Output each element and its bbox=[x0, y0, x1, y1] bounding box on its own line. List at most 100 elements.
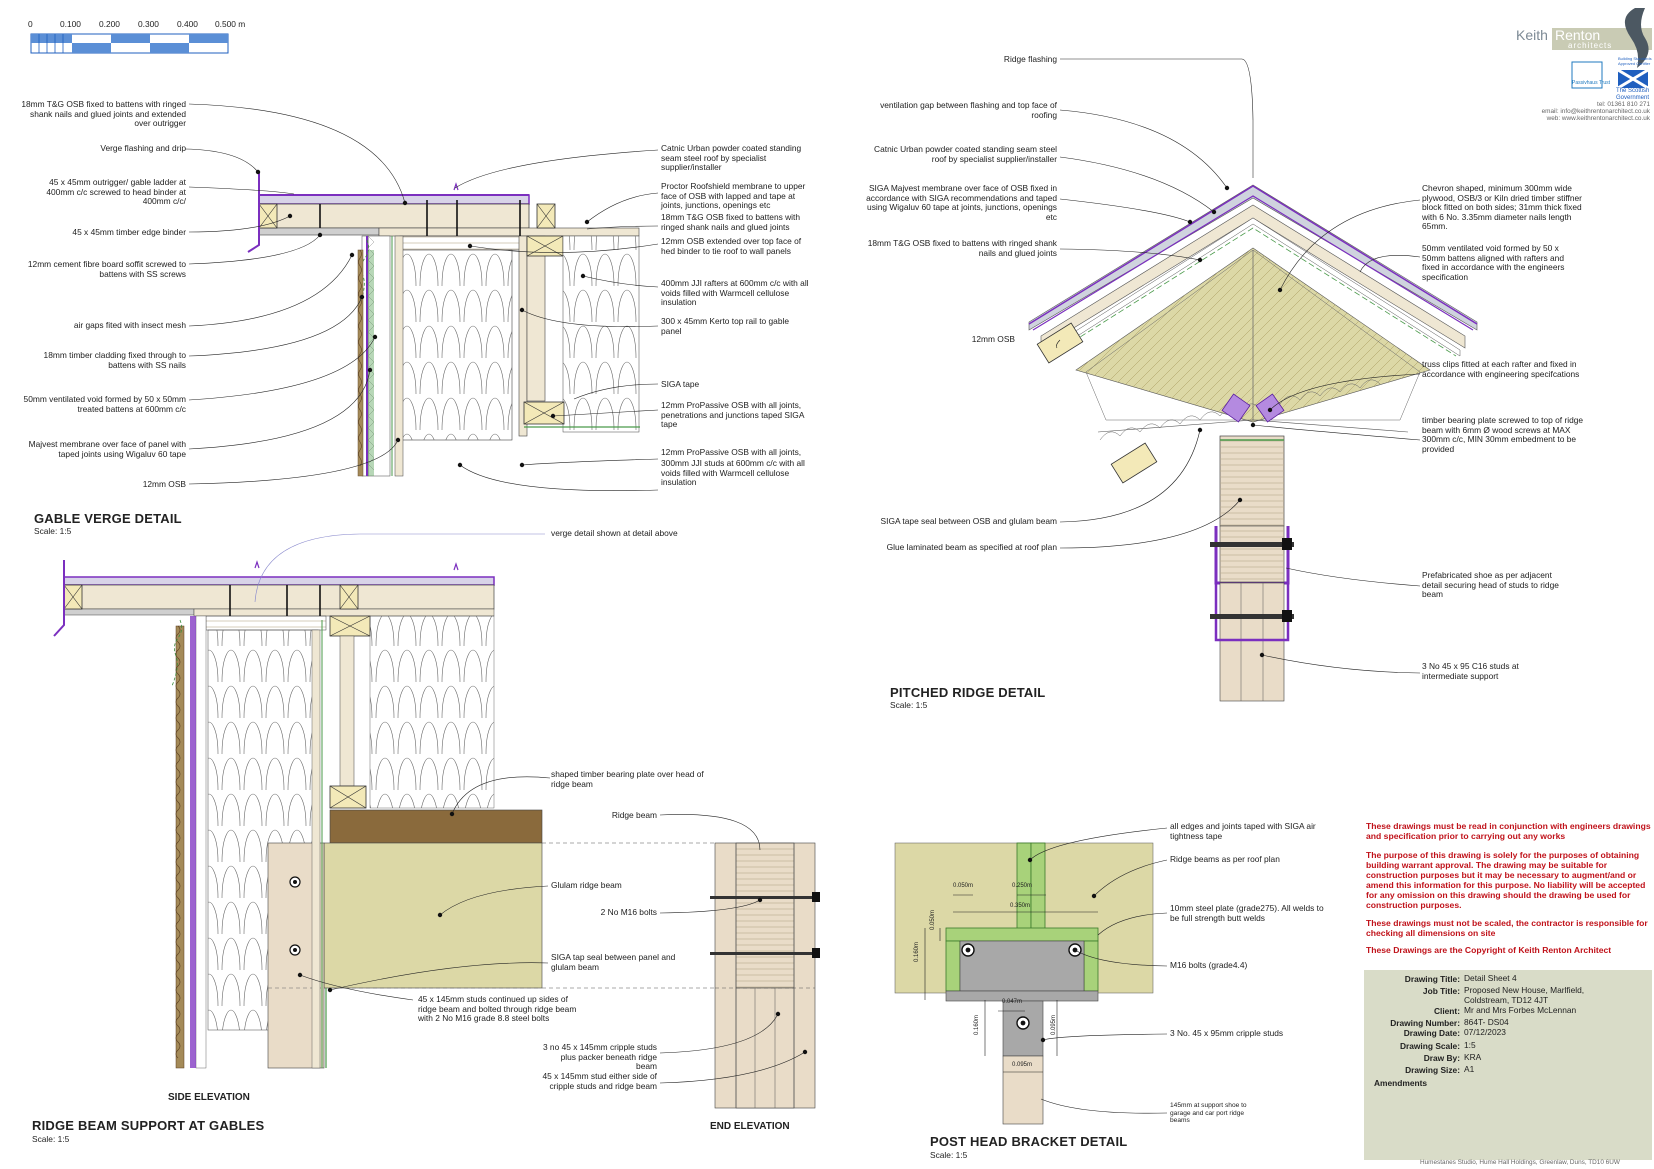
ridge-beam-side-elevation bbox=[53, 560, 715, 1069]
tb-value: Detail Sheet 4 bbox=[1464, 973, 1517, 983]
disclaimer-note: These drawings must be read in conjuncti… bbox=[1366, 821, 1651, 841]
support-note: 2 No M16 bolts bbox=[600, 907, 657, 917]
support-note: shaped timber bearing plate over head of… bbox=[551, 769, 704, 789]
post-dim: 0.095m bbox=[1012, 1062, 1033, 1068]
tb-key: Drawing Scale: bbox=[1399, 1041, 1460, 1051]
tb-key: Client: bbox=[1433, 1006, 1460, 1016]
gable-note-right: 12mm ProPassive OSB with all joints, pen… bbox=[661, 400, 804, 430]
firm-web: web: www.keithrentonarchitect.co.uk bbox=[1546, 115, 1650, 122]
firm-name-b: Renton bbox=[1555, 27, 1601, 43]
ridge-note-left: SIGA Majvest membrane over face of OSB f… bbox=[866, 183, 1057, 222]
gable-note-left: Verge flashing and drip bbox=[100, 143, 186, 153]
ridge-note-left: Catnic Urban powder coated standing seam… bbox=[874, 144, 1057, 164]
post-note: 3 No. 45 x 95mm cripple studs bbox=[1170, 1028, 1284, 1038]
gable-note-right: 12mm ProPassive OSB with all joints, pen… bbox=[661, 448, 804, 458]
gable-note-left: 45 x 45mm outrigger/ gable ladder at 400… bbox=[46, 177, 186, 207]
post-note: 10mm steel plate (grade275). All welds t… bbox=[1170, 903, 1324, 923]
gable-note-left: 45 x 45mm timber edge binder bbox=[72, 227, 186, 237]
gable-note-right: 12mm OSB extended over top face of hed b… bbox=[661, 236, 802, 256]
ridge-note-right: timber bearing plate screwed to top of r… bbox=[1422, 415, 1584, 454]
firm-tel: tel: 01361 810 271 bbox=[1597, 101, 1650, 108]
logo-scot-b: Government bbox=[1616, 95, 1650, 101]
pitched-ridge-drawing bbox=[1028, 120, 1478, 702]
post-dim: 0.050m bbox=[953, 883, 974, 889]
post-dim: 0.160m bbox=[974, 1014, 980, 1035]
support-note: Glulam ridge beam bbox=[551, 880, 622, 890]
gable-note-left: air gaps fited with insect mesh bbox=[73, 320, 186, 330]
firm-email: email: info@keithrentonarchitect.co.uk bbox=[1541, 108, 1650, 115]
tb-key: Job Title: bbox=[1422, 986, 1460, 996]
gable-note-left: 18mm timber cladding fixed through to ba… bbox=[43, 350, 186, 370]
ridge-note-right: Chevron shaped, minimum 300mm wide plywo… bbox=[1422, 183, 1582, 232]
ridge-note-left: ventilation gap between flashing and top… bbox=[880, 100, 1057, 120]
gable-note-left: 18mm T&G OSB fixed to battens with ringe… bbox=[21, 99, 186, 129]
disclaimer-note: The purpose of this drawing is solely fo… bbox=[1366, 850, 1646, 910]
scale-tick: 0.400 bbox=[177, 19, 198, 29]
ridge-note-left: Ridge flashing bbox=[1003, 54, 1057, 64]
post-note: 145mm at support shoe to garage and car … bbox=[1170, 1102, 1247, 1125]
tb-key: Drawing Number: bbox=[1390, 1018, 1460, 1028]
tb-value: Mr and Mrs Forbes McLennan bbox=[1464, 1005, 1577, 1015]
support-title: RIDGE BEAM SUPPORT AT GABLES bbox=[32, 1118, 265, 1133]
gable-note-left: 12mm cement fibre board soffit screwed t… bbox=[27, 259, 186, 279]
ridge-beam-end-elevation bbox=[710, 842, 820, 1109]
firm-logo bbox=[1552, 8, 1652, 90]
ridge-note-left: SIGA tape seal between OSB and glulam be… bbox=[880, 516, 1057, 526]
gable-note-right: SIGA tape bbox=[661, 379, 700, 389]
gable-note-left: 12mm OSB bbox=[142, 479, 186, 489]
logo-approved: Building Standards Approved Certifier bbox=[1618, 56, 1652, 66]
firm-name-a: Keith bbox=[1516, 27, 1548, 43]
support-note: 3 no 45 x 145mm cripple studs plus packe… bbox=[542, 1042, 657, 1072]
gable-note-left: Majvest membrane over face of panel with… bbox=[28, 439, 186, 459]
tb-key: Amendments bbox=[1374, 1078, 1428, 1088]
gable-note-right: 300 x 45mm Kerto top rail to gable panel bbox=[661, 316, 790, 336]
tb-value: 1:5 bbox=[1464, 1040, 1476, 1050]
support-scale: Scale: 1:5 bbox=[32, 1134, 70, 1144]
tb-key: Drawing Title: bbox=[1404, 974, 1460, 984]
post-scale: Scale: 1:5 bbox=[930, 1150, 968, 1160]
gable-note-right: 400mm JJI rafters at 600mm c/c with all … bbox=[661, 278, 809, 308]
logo-scot-a: The Scottish bbox=[1616, 88, 1650, 94]
leader-dots bbox=[255, 169, 1283, 1055]
gable-note-right: Proctor Roofshield membrane to upper fac… bbox=[661, 181, 806, 211]
support-note: 45 x 145mm stud either side of cripple s… bbox=[542, 1071, 657, 1091]
scale-tick: 0.200 bbox=[99, 19, 120, 29]
support-note: SIGA tap seal between panel and glulam b… bbox=[551, 952, 676, 972]
ridge-note-right: truss clips fitted at each rafter and fi… bbox=[1422, 359, 1580, 379]
scale-tick: 0.500 m bbox=[215, 19, 246, 29]
gable-scale: Scale: 1:5 bbox=[34, 526, 72, 536]
post-dim: 0.250m bbox=[1012, 883, 1033, 889]
title-block: Drawing Title: Detail Sheet 4 Job Title:… bbox=[1364, 970, 1652, 1160]
end-elevation-label: END ELEVATION bbox=[710, 1121, 790, 1132]
post-head-bracket-drawing bbox=[894, 842, 1154, 1125]
tb-key: Drawing Size: bbox=[1405, 1065, 1460, 1075]
tb-value: Proposed New House, Marlfield, Coldstrea… bbox=[1464, 985, 1585, 1005]
scale-tick: 0.300 bbox=[138, 19, 159, 29]
ridge-title: PITCHED RIDGE DETAIL bbox=[890, 685, 1046, 700]
post-dim: 0.160m bbox=[914, 941, 920, 962]
scale-bar bbox=[30, 33, 229, 54]
post-note: all edges and joints taped with SIGA air… bbox=[1170, 821, 1316, 841]
logo-passivhaus: Passivhaus Trust bbox=[1572, 80, 1611, 86]
ridge-scale: Scale: 1:5 bbox=[890, 700, 928, 710]
post-dim: 0.047m bbox=[1002, 999, 1023, 1005]
post-note: Ridge beams as per roof plan bbox=[1170, 854, 1280, 864]
disclaimer-note: These Drawings are the Copyright of Keit… bbox=[1366, 945, 1612, 955]
tb-key: Drawing Date: bbox=[1403, 1028, 1460, 1038]
gable-title: GABLE VERGE DETAIL bbox=[34, 511, 182, 526]
tb-value: A1 bbox=[1464, 1064, 1475, 1074]
gable-note-right: 300mm JJI studs at 600mm c/c with all vo… bbox=[661, 458, 805, 488]
tb-value: KRA bbox=[1464, 1052, 1482, 1062]
support-note: Ridge beam bbox=[611, 810, 657, 820]
disclaimer-note: These drawings must not be scaled, the c… bbox=[1366, 918, 1648, 938]
support-note: verge detail shown at detail above bbox=[551, 528, 678, 538]
leader-lines bbox=[184, 58, 1421, 1114]
gable-note-right: 18mm T&G OSB fixed to battens with ringe… bbox=[661, 212, 801, 232]
gable-note-right: Catnic Urban powder coated standing seam… bbox=[661, 143, 802, 173]
tb-value: 864T- DS04 bbox=[1464, 1017, 1509, 1027]
footer-address: Humestanes Studio, Hume Hall Holdings, G… bbox=[1420, 1159, 1620, 1166]
tb-key: Draw By: bbox=[1423, 1053, 1460, 1063]
ridge-note-right: Prefabricated shoe as per adjacent detai… bbox=[1422, 570, 1559, 600]
